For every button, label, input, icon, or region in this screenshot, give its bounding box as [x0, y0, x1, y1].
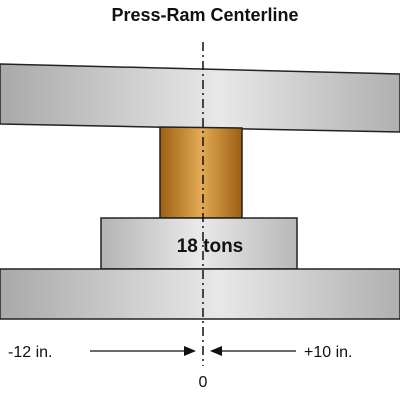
right-arrowhead-icon [210, 346, 222, 356]
upper-ram-plate [0, 63, 400, 133]
cylinder-workpiece [159, 126, 243, 219]
left-arrowhead-icon [184, 346, 196, 356]
right-offset-dimension [210, 346, 296, 356]
left-offset-dimension [90, 346, 196, 356]
right-offset-label: +10 in. [304, 344, 352, 361]
center-zero-label: 0 [199, 374, 208, 391]
load-label: 18 tons [177, 236, 244, 257]
support-block [100, 217, 298, 270]
left-offset-label: -12 in. [8, 344, 52, 361]
diagram-title: Press-Ram Centerline [111, 5, 298, 25]
lower-bed-plate [0, 268, 400, 320]
